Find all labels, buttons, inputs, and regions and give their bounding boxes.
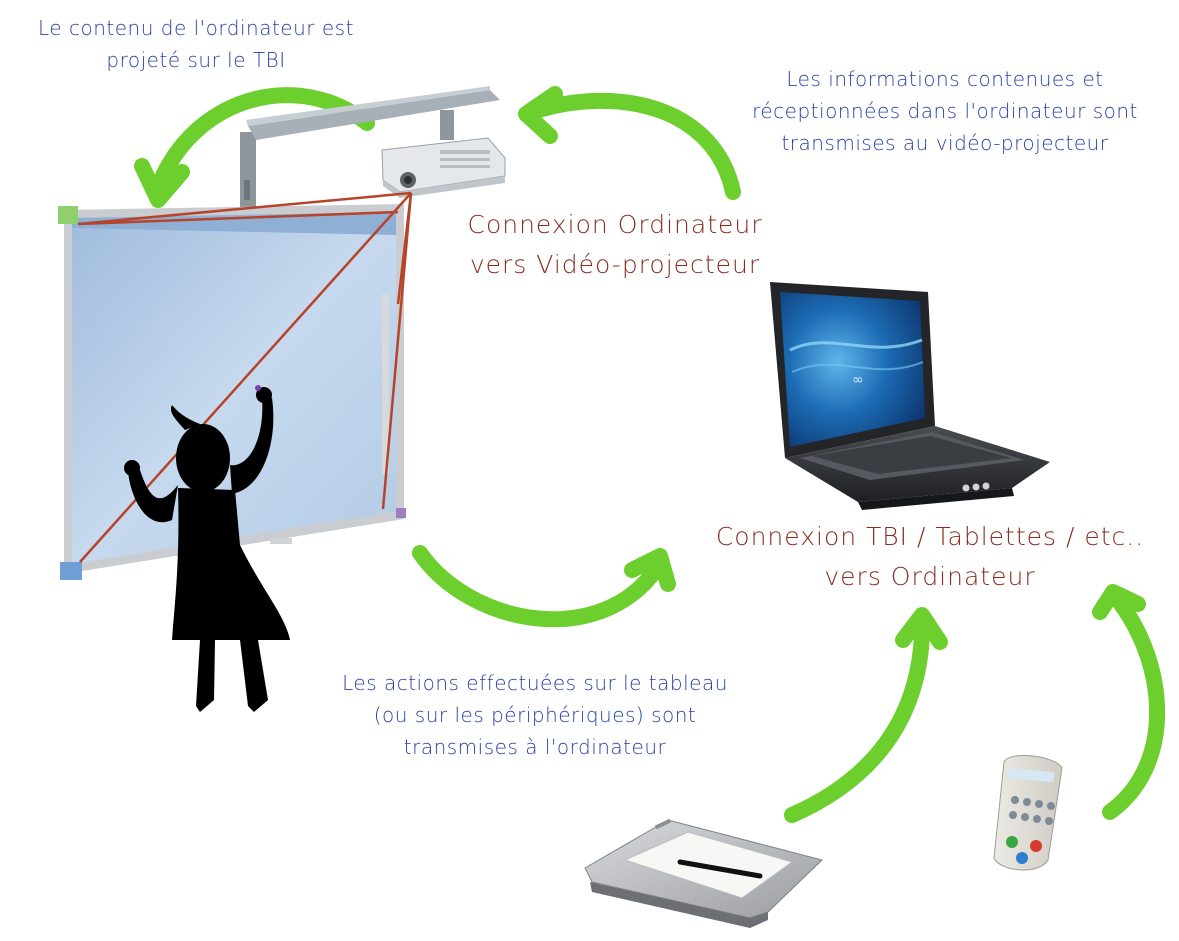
computer-to-projector-label: Connexion Ordinateur vers Vidéo-projecte… (467, 210, 763, 279)
graphics-tablet-icon (584, 818, 823, 928)
devices-to-computer-label: Connexion TBI / Tablettes / etc.. vers O… (715, 522, 1145, 591)
projection-lines (77, 191, 413, 563)
laptop-icon: ∞ (770, 282, 1050, 510)
remote-control-icon (993, 755, 1063, 871)
actions-note: Les actions effectuées sur le tableau (o… (342, 671, 728, 759)
projector-icon (240, 86, 506, 212)
stylus-tip-icon (255, 385, 261, 391)
child-silhouette-icon (124, 387, 290, 712)
arrow-computer-to-projector (518, 86, 741, 200)
transmission-note: Les informations contenues et réceptionn… (752, 67, 1138, 155)
arrow-board-to-computer (412, 545, 676, 628)
arrow-projector-to-board (134, 87, 375, 208)
arrow-tablet-to-computer (784, 607, 948, 823)
projection-note: Le contenu de l'ordinateur est projeté s… (38, 16, 354, 72)
arrow-remote-to-computer (1092, 584, 1165, 820)
svg-text:∞: ∞ (852, 372, 864, 388)
